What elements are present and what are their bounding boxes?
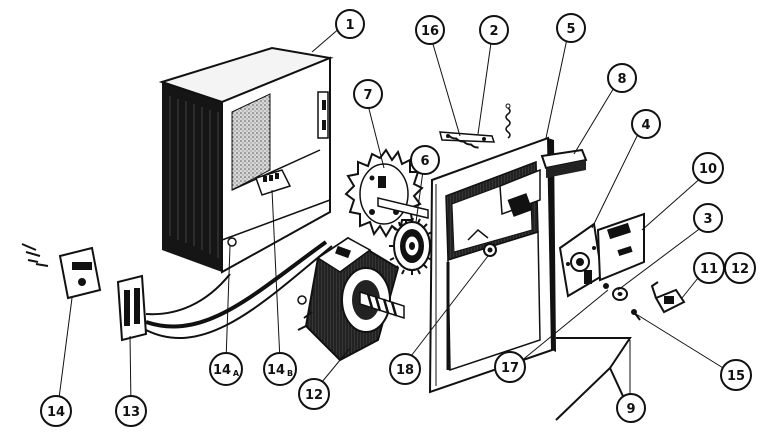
part-cover-plate <box>596 212 645 282</box>
callout-3: 3 <box>693 203 723 233</box>
callout-5: 5 <box>556 13 586 43</box>
part-motor <box>297 236 405 362</box>
callout-14a: 14 A <box>209 352 243 386</box>
part-sprocket <box>344 148 424 238</box>
part-clip <box>650 281 686 314</box>
svg-text:7: 7 <box>363 88 372 103</box>
callout-12-lower: 12 <box>298 378 330 410</box>
svg-text:11: 11 <box>700 262 718 277</box>
svg-text:15: 15 <box>727 369 745 384</box>
callout-12-upper: 12 <box>724 252 756 284</box>
part-limit-switch <box>558 222 604 298</box>
callout-14b: 14 B <box>263 352 297 386</box>
part-power-cord <box>21 240 333 342</box>
callout-4: 4 <box>631 109 661 139</box>
part-guide-bar <box>540 148 588 178</box>
callout-16: 16 <box>415 15 445 45</box>
svg-text:B: B <box>287 369 293 378</box>
part-washer-screw <box>603 283 641 321</box>
svg-text:9: 9 <box>626 402 635 417</box>
callout-2: 2 <box>479 15 509 45</box>
callout-11: 11 <box>693 252 725 284</box>
callout-17: 17 <box>494 351 526 383</box>
svg-text:A: A <box>233 369 240 378</box>
callout-7: 7 <box>353 79 383 109</box>
svg-text:12: 12 <box>731 262 749 277</box>
callout-8: 8 <box>607 63 637 93</box>
svg-text:14: 14 <box>47 405 65 420</box>
svg-text:14: 14 <box>213 363 231 378</box>
svg-text:12: 12 <box>305 388 323 403</box>
callout-13: 13 <box>115 395 147 427</box>
svg-text:1: 1 <box>345 18 354 33</box>
svg-text:6: 6 <box>420 154 429 169</box>
callout-6: 6 <box>410 145 440 175</box>
part-housing <box>158 46 334 274</box>
callout-10: 10 <box>692 152 724 184</box>
svg-text:14: 14 <box>267 363 285 378</box>
callout-9: 9 <box>616 393 646 423</box>
svg-text:16: 16 <box>421 24 439 39</box>
svg-text:17: 17 <box>501 361 519 376</box>
svg-text:13: 13 <box>122 405 140 420</box>
svg-text:8: 8 <box>617 72 626 87</box>
svg-text:10: 10 <box>699 162 717 177</box>
callout-15: 15 <box>720 359 752 391</box>
svg-text:18: 18 <box>396 363 414 378</box>
svg-text:2: 2 <box>489 24 498 39</box>
svg-text:5: 5 <box>566 22 575 37</box>
part-mounting-plate <box>428 136 556 394</box>
callout-18: 18 <box>389 353 421 385</box>
callout-1: 1 <box>335 9 365 39</box>
callout-14: 14 <box>40 395 72 427</box>
part-spring-bracket <box>439 103 511 149</box>
svg-text:4: 4 <box>641 118 650 133</box>
svg-text:3: 3 <box>703 212 712 227</box>
